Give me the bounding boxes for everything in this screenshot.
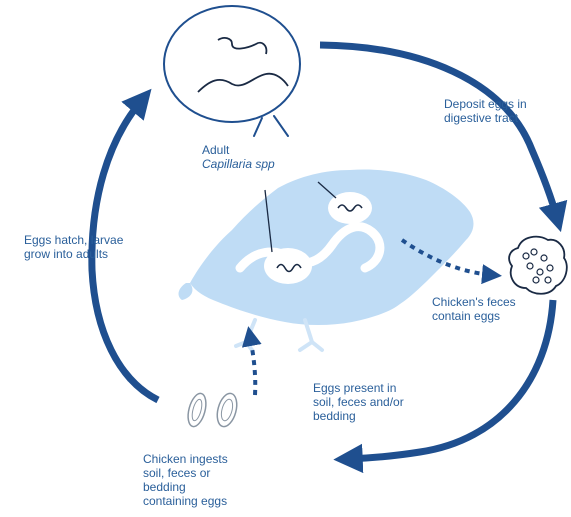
eggs-icon [187,392,238,428]
label-adult: Adult Capillaria spp [202,143,275,171]
label-adult-species: Capillaria spp [202,157,275,171]
label-hatch-line1: Eggs hatch, larvae [24,233,124,247]
label-soil-line1: Eggs present in [313,381,397,395]
label-ingests-line4: containing eggs [143,494,228,508]
label-soil-line2: soil, feces and/or [313,395,404,409]
label-soil-line3: bedding [313,409,356,423]
label-adult-line1: Adult [202,143,230,157]
label-deposit-line2: digestive tract [444,111,519,125]
egg-cluster-icon [508,235,568,295]
worm-magnifier-icon [163,5,301,137]
label-deposit: Deposit eggs in digestive tract [444,97,527,125]
cycle-arrow-top-right [319,41,568,233]
dotted-arrow-ingest [241,326,262,396]
label-hatch: Eggs hatch, larvae grow into adults [24,233,123,261]
cycle-arrow-left [88,88,160,404]
label-ingests: Chicken ingests soil, feces or bedding c… [143,452,228,508]
cycle-arrow-bottom-right [333,299,557,474]
label-feces: Chicken's feces contain eggs [432,295,516,323]
label-feces-line1: Chicken's feces [432,295,516,309]
label-hatch-line2: grow into adults [24,247,109,261]
label-ingests-line3: bedding [143,480,186,494]
label-ingests-line1: Chicken ingests [143,452,228,466]
label-ingests-line2: soil, feces or [143,466,211,480]
label-feces-line2: contain eggs [432,309,501,323]
label-deposit-line1: Deposit eggs in [444,97,527,111]
label-soil: Eggs present in soil, feces and/or beddi… [313,381,404,423]
chicken-silhouette-icon [178,169,474,352]
